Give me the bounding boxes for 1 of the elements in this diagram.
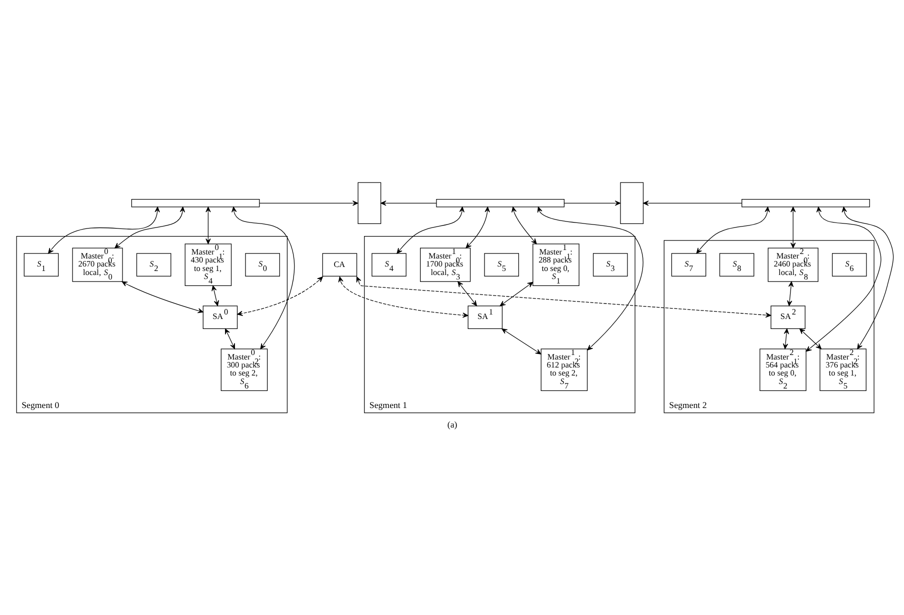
caption: (a) [446,419,457,430]
